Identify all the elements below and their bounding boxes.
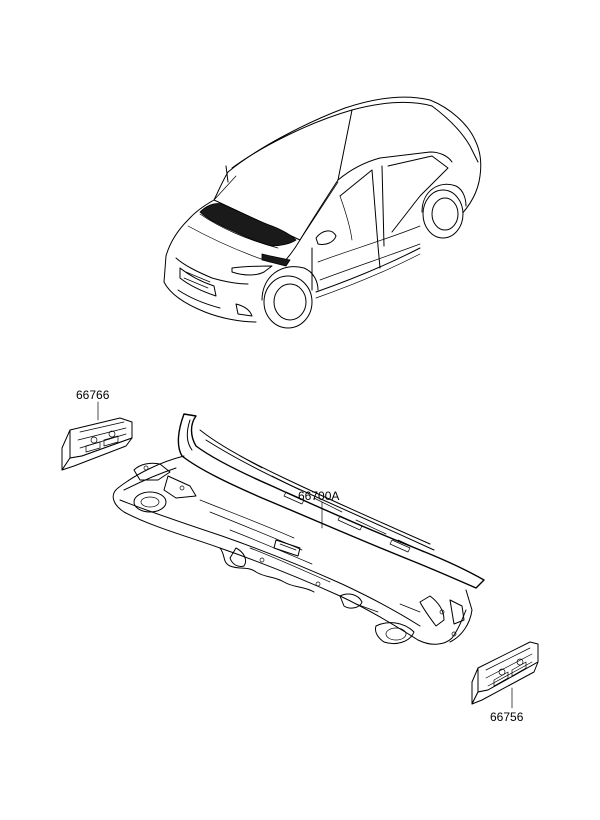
car-illustration bbox=[163, 96, 482, 329]
part-number-66766: 66766 bbox=[76, 388, 110, 402]
left-bracket-part bbox=[61, 417, 133, 471]
cowl-panel-part bbox=[112, 413, 485, 645]
right-bracket-part bbox=[471, 641, 539, 705]
part-number-66700A: 66700A bbox=[298, 489, 339, 503]
part-number-66756: 66756 bbox=[490, 710, 524, 724]
